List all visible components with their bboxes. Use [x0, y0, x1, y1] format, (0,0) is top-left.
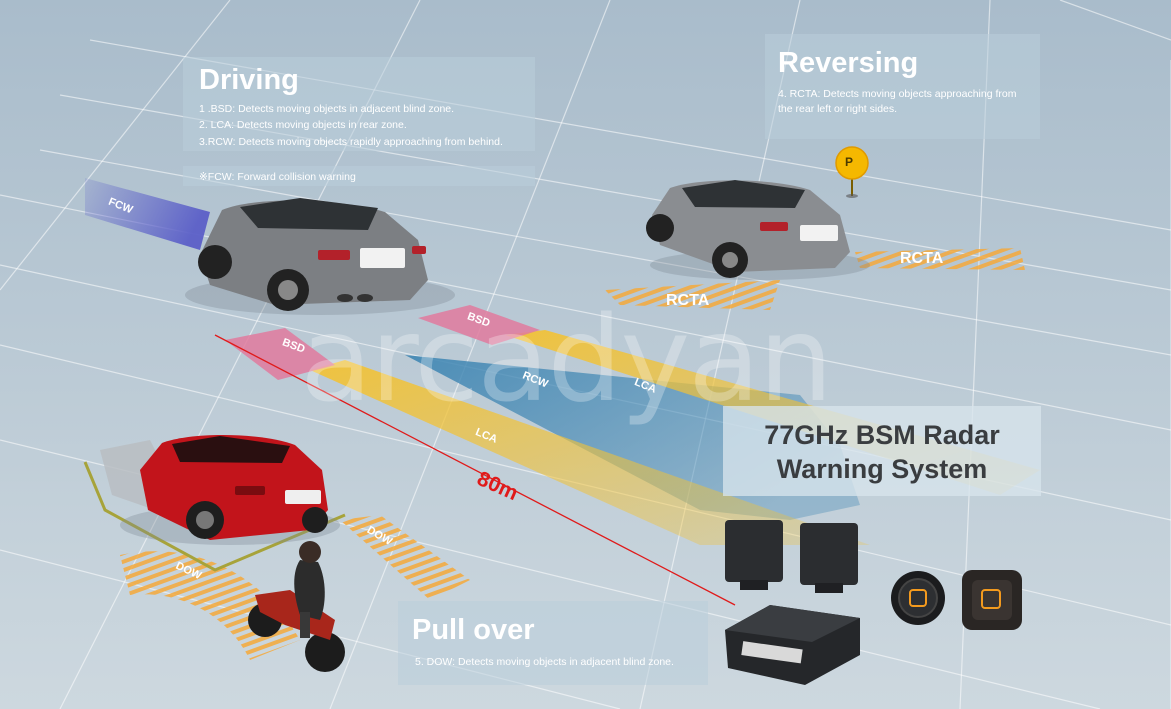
parking-bay [83, 461, 346, 572]
distance-line [214, 334, 736, 606]
driving-line-1: 1 .BSD: Detects moving objects in adjace… [199, 103, 455, 115]
reversing-line-2: the rear left or right sides. [778, 103, 898, 115]
driving-title: Driving [199, 64, 299, 96]
rcta-zone-right [855, 248, 1025, 270]
driving-note: ※FCW: Forward collision warning [199, 171, 356, 183]
bsd-zone-right [418, 305, 540, 345]
driving-line-2: 2. LCA: Detects moving objects in rear z… [199, 119, 407, 131]
fcw-zone [85, 178, 210, 250]
rcta-zone-left [605, 280, 780, 310]
reversing-line-1: 4. RCTA: Detects moving objects approach… [778, 88, 1017, 100]
rcta-label-right: RCTA [900, 250, 944, 267]
pullover-car [100, 434, 340, 545]
dow-zone-right [340, 515, 470, 600]
control-unit [725, 605, 860, 685]
parking-marker-letter: P [845, 155, 854, 169]
indicator-round [891, 571, 945, 625]
pullover-title: Pull over [412, 614, 535, 646]
driving-line-3: 3.RCW: Detects moving objects rapidly ap… [199, 136, 503, 148]
pullover-panel [398, 601, 708, 685]
lca-zone-left [310, 360, 870, 545]
pullover-line: 5. DOW: Detects moving objects in adjace… [415, 656, 674, 668]
indicator-square [962, 570, 1022, 630]
radar-sensor-2 [800, 523, 858, 593]
driving-panel [183, 57, 535, 151]
driving-car [185, 198, 455, 315]
reversing-car [646, 180, 870, 280]
rcta-label-left: RCTA [666, 292, 710, 309]
bsd-zone-left [225, 328, 335, 380]
watermark: arcadyan [300, 290, 833, 428]
motorcycle-rider [248, 541, 345, 672]
radar-sensor-1 [725, 520, 783, 590]
reversing-panel [765, 34, 1040, 139]
reversing-title: Reversing [778, 47, 919, 79]
parking-marker [835, 146, 869, 198]
product-title-line-2: Warning System [776, 454, 988, 484]
product-title-line-1: 77GHz BSM Radar [764, 420, 1000, 450]
product-title: 77GHz BSM Radar Warning System [723, 406, 1041, 496]
driving-note-panel [183, 166, 535, 186]
